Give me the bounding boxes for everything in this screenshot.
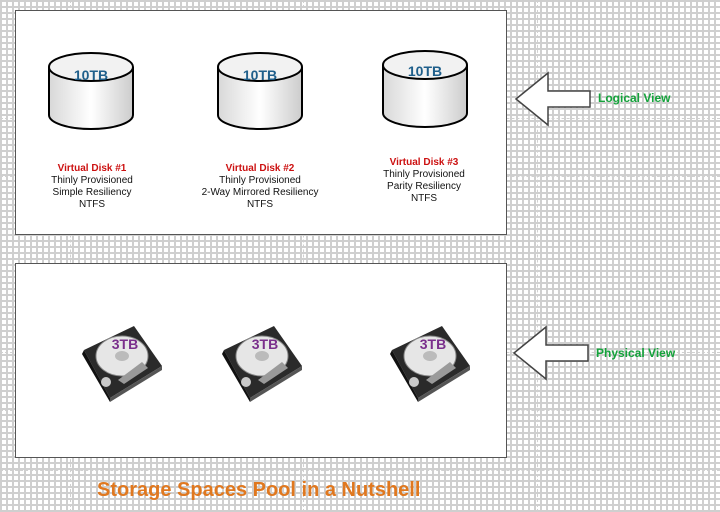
vdisk-filesystem: NTFS — [78, 199, 106, 210]
vdisk-filesystem: NTFS — [246, 199, 274, 210]
left-arrow-icon — [514, 71, 591, 127]
cylinder-icon — [217, 52, 303, 130]
cylinder-icon — [48, 52, 134, 130]
grid-line — [70, 0, 71, 512]
physical-view-label: Physical View — [596, 346, 676, 360]
physical-disk-3: 3TB — [386, 322, 476, 404]
vdisk-provisioning: Thinly Provisioned — [51, 175, 133, 186]
vdisk-resiliency: 2-Way Mirrored Resiliency — [201, 187, 319, 198]
vdisk-capacity: 10TB — [242, 67, 278, 83]
virtual-disk-1: 10TB — [47, 51, 147, 131]
grid-line — [0, 235, 720, 236]
vdisk-description: Virtual Disk #3 Thinly Provisioned Parit… — [334, 157, 514, 205]
vdisk-capacity: 10TB — [73, 67, 109, 83]
grid-line — [537, 0, 538, 512]
vdisk-title: Virtual Disk #2 — [225, 163, 295, 174]
hdd-capacity: 3TB — [111, 336, 139, 352]
diagram-title: Storage Spaces Pool in a Nutshell — [97, 479, 421, 501]
grid-line — [420, 0, 421, 512]
grid-line — [186, 0, 187, 512]
vdisk-description: Virtual Disk #1 Thinly Provisioned Simpl… — [2, 163, 182, 211]
vdisk-description: Virtual Disk #2 Thinly Provisioned 2-Way… — [170, 163, 350, 211]
physical-disk-1: 3TB — [78, 322, 168, 404]
physical-disk-2: 3TB — [218, 322, 308, 404]
cylinder-icon — [382, 50, 468, 128]
logical-view-panel: 10TB Virtual Disk #1 Thinly Provisioned … — [15, 10, 507, 235]
physical-view-panel: 3TB 3TB 3TB — [15, 263, 507, 458]
virtual-disk-3: 10TB — [381, 49, 481, 129]
vdisk-resiliency: Simple Resiliency — [52, 187, 132, 198]
hard-drive-icon — [82, 326, 162, 402]
grid-line — [0, 470, 720, 471]
hdd-capacity: 3TB — [251, 336, 279, 352]
vdisk-provisioning: Thinly Provisioned — [383, 169, 465, 180]
vdisk-filesystem: NTFS — [410, 193, 438, 204]
virtual-disk-2: 10TB — [216, 51, 316, 131]
grid-line — [303, 0, 304, 512]
left-arrow-icon — [512, 325, 589, 381]
vdisk-title: Virtual Disk #1 — [57, 163, 127, 174]
vdisk-provisioning: Thinly Provisioned — [219, 175, 301, 186]
logical-view-label: Logical View — [598, 91, 671, 105]
vdisk-resiliency: Parity Resiliency — [387, 181, 461, 192]
hdd-capacity: 3TB — [419, 336, 447, 352]
grid-line — [654, 0, 655, 512]
vdisk-title: Virtual Disk #3 — [389, 157, 459, 168]
vdisk-capacity: 10TB — [407, 63, 443, 79]
hard-drive-icon — [222, 326, 302, 402]
hard-drive-icon — [390, 326, 470, 402]
